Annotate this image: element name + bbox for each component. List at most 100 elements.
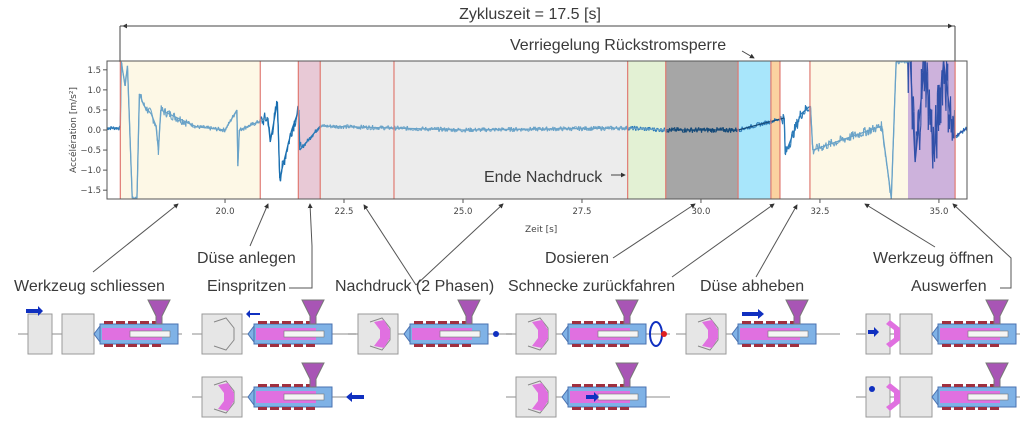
heater-band-icon	[790, 344, 799, 347]
heater-band-icon	[778, 321, 787, 324]
heater-band-icon	[978, 344, 987, 347]
signal-segment	[861, 134, 864, 136]
machine-nozzle-lift	[676, 299, 840, 355]
signal-segment	[807, 109, 810, 112]
signal-segment	[607, 126, 609, 128]
cycle-time-label: Zykluszeit = 17.5 [s]	[459, 6, 601, 23]
callout-eject	[952, 203, 1012, 289]
screw-icon	[967, 330, 1009, 338]
heater-band-icon	[414, 321, 423, 324]
heater-band-icon	[766, 321, 775, 324]
signal-segment	[489, 130, 491, 132]
signal-segment	[731, 128, 734, 130]
label-nozzle-lift: Düse abheben	[700, 278, 805, 295]
signal-segment	[855, 135, 857, 138]
nozzle-icon	[931, 387, 939, 407]
signal-segment	[370, 128, 372, 131]
signal-segment	[673, 127, 675, 130]
label-close-mold: Werkzeug schliessen	[14, 278, 165, 295]
heater-band-icon	[426, 344, 435, 347]
signal-keypoint-segment	[239, 121, 259, 131]
signal-keypoint-segment	[627, 127, 666, 131]
label-nozzle-contact: Düse anlegen	[197, 250, 296, 267]
signal-segment	[546, 129, 549, 132]
signal-segment	[309, 138, 312, 141]
signal-segment	[844, 139, 846, 143]
signal-keypoint-segment	[800, 105, 811, 115]
move-right-arrow-icon	[742, 309, 764, 319]
callout-close-mold	[92, 203, 179, 273]
heater-band-icon	[584, 321, 593, 324]
signal-segment	[639, 126, 642, 128]
signal-segment	[164, 108, 167, 115]
signal-segment	[927, 116, 930, 130]
heater-band-icon	[450, 321, 459, 324]
closed-mold-icon	[201, 313, 243, 355]
signal-segment	[317, 129, 319, 131]
signal-segment	[444, 130, 447, 132]
phase-region	[320, 61, 394, 199]
signal-segment	[373, 128, 375, 131]
mold-cavity-outline	[213, 317, 235, 351]
signal-segment	[715, 130, 717, 133]
label-eject: Auswerfen	[911, 278, 987, 295]
signal-segment	[413, 129, 415, 131]
hopper-icon	[457, 299, 481, 325]
signal-segment	[813, 149, 816, 152]
signal-segment	[876, 124, 878, 127]
heater-band-icon	[620, 344, 629, 347]
heater-band-icon	[294, 407, 303, 410]
machine-schematics	[18, 299, 1020, 418]
heater-band-icon	[282, 384, 291, 387]
heater-band-icon	[140, 344, 149, 347]
signal-segment	[818, 143, 821, 148]
signal-segment	[570, 129, 573, 132]
mold-cavity-fill	[532, 383, 548, 411]
signal-segment	[233, 115, 235, 118]
hopper-icon	[301, 299, 325, 325]
heater-band-icon	[766, 344, 775, 347]
x-tick-label: 20.0	[216, 207, 235, 217]
heater-band-icon	[104, 321, 113, 324]
heater-band-icon	[258, 321, 267, 324]
move-left-arrow-icon	[246, 310, 260, 318]
signal-segment	[718, 128, 720, 130]
callout-hold-2	[415, 203, 504, 286]
signal-segment	[294, 125, 296, 127]
heater-band-icon	[140, 321, 149, 324]
signal-segment	[188, 122, 191, 124]
rotation-dot-icon	[661, 331, 667, 337]
heater-band-icon	[438, 344, 447, 347]
heater-band-icon	[596, 407, 605, 410]
screw-icon	[967, 393, 1009, 401]
signal-keypoint-segment	[196, 126, 226, 131]
signal-keypoint-segment	[933, 61, 945, 155]
heater-band-icon	[306, 344, 315, 347]
y-axis: 1.51.00.50.0−0.5−1.0−1.5	[80, 66, 107, 196]
signal-segment	[416, 129, 419, 132]
signal-keypoint-segment	[881, 125, 892, 199]
screw-icon	[283, 330, 325, 338]
mold-cavity-fill	[702, 320, 718, 348]
signal-segment	[649, 126, 651, 129]
heater-band-icon	[282, 321, 291, 324]
signal-segment	[961, 131, 964, 134]
heater-band-icon	[620, 407, 629, 410]
heater-band-icon	[608, 321, 617, 324]
heater-band-icon	[572, 321, 581, 324]
signal-segment	[859, 134, 862, 137]
heater-band-icon	[116, 321, 125, 324]
y-tick-label: 0.0	[87, 126, 101, 136]
signal-segment	[957, 134, 960, 137]
signal-keypoint-segment	[160, 109, 178, 119]
signal-segment	[923, 86, 926, 92]
signal-segment	[302, 145, 305, 149]
molded-part-icon	[886, 320, 900, 348]
heater-band-icon	[426, 321, 435, 324]
heater-band-icon	[942, 384, 951, 387]
callout-lines	[92, 203, 1012, 289]
signal-segment	[739, 130, 742, 132]
signal-segment	[323, 123, 326, 126]
signal-segment	[410, 128, 412, 131]
